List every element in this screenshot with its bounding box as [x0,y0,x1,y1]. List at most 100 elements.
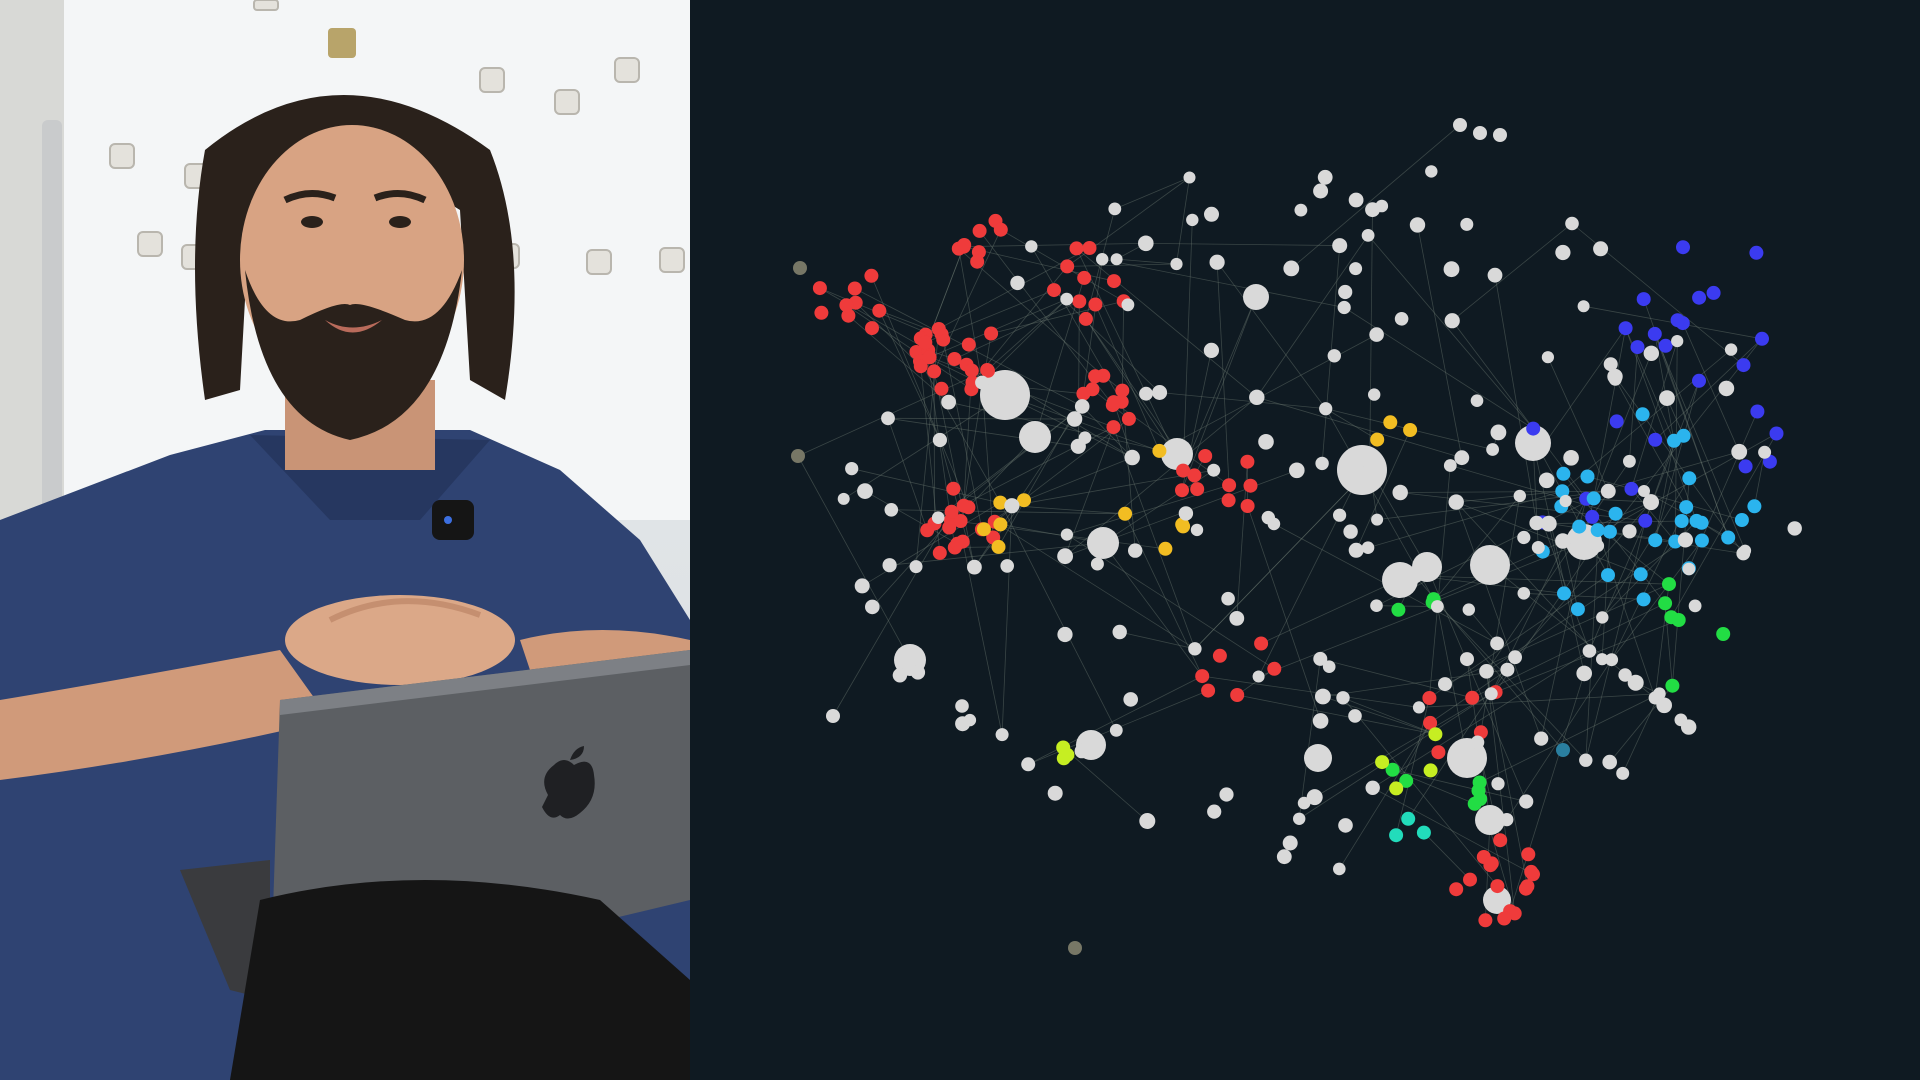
graph-node-neutral[interactable] [1319,402,1333,416]
graph-node-cyan[interactable] [1679,500,1694,515]
graph-node-neutral[interactable] [1343,524,1358,539]
graph-node-yellow[interactable] [1383,415,1398,430]
graph-node-neutral[interactable] [1443,261,1460,278]
graph-node-dim[interactable] [791,449,805,463]
graph-node-blue[interactable] [1636,292,1651,307]
graph-node-neutral[interactable] [1370,599,1383,612]
graph-node-green[interactable] [1662,577,1676,592]
graph-node-neutral[interactable] [1078,431,1092,445]
graph-node-neutral[interactable] [1529,515,1544,531]
graph-node-neutral[interactable] [975,375,989,390]
graph-node-blue[interactable] [1692,290,1707,305]
graph-node-cyan[interactable] [1721,530,1736,545]
graph-node-neutral[interactable] [1333,508,1347,522]
graph-node-neutral[interactable] [1508,650,1522,665]
graph-node-neutral[interactable] [910,665,926,680]
graph-node-neutral[interactable] [1593,241,1609,257]
graph-node-blue[interactable] [1609,414,1624,429]
graph-node-red[interactable] [1195,669,1210,684]
graph-node-red[interactable] [872,303,887,318]
graph-node-neutral[interactable] [1671,335,1684,348]
graph-node-neutral[interactable] [1605,653,1619,667]
graph-node-neutral[interactable] [1448,494,1464,510]
graph-node-red[interactable] [1221,493,1236,508]
graph-node-green[interactable] [1391,602,1406,617]
graph-node-neutral[interactable] [1475,805,1505,835]
graph-node-neutral[interactable] [1186,213,1199,227]
graph-node-neutral[interactable] [1087,527,1119,559]
graph-node-neutral[interactable] [1338,818,1353,833]
graph-node-neutral[interactable] [1021,757,1036,772]
graph-node-neutral[interactable] [932,432,947,448]
graph-node-neutral[interactable] [1375,199,1389,213]
graph-node-neutral[interactable] [1349,262,1363,276]
graph-node-neutral[interactable] [1470,545,1510,585]
graph-node-neutral[interactable] [1365,780,1380,795]
graph-node-red[interactable] [961,337,976,352]
graph-node-red[interactable] [953,514,968,528]
graph-node-cyan[interactable] [1694,515,1709,530]
graph-node-cyan[interactable] [1734,513,1749,527]
graph-node-yellow[interactable] [993,517,1008,532]
graph-node-neutral[interactable] [1282,835,1298,851]
graph-node-neutral[interactable] [1123,692,1138,707]
graph-node-cyan[interactable] [1586,491,1601,506]
graph-node-neutral[interactable] [1565,216,1579,231]
graph-node-blue[interactable] [1769,426,1784,441]
graph-node-neutral[interactable] [1596,653,1609,666]
graph-node-neutral[interactable] [1337,445,1387,495]
graph-node-neutral[interactable] [1681,719,1697,735]
graph-node-red[interactable] [957,238,972,252]
graph-node-green[interactable] [1399,773,1414,788]
graph-node-red[interactable] [1254,636,1269,651]
graph-node-neutral[interactable] [1462,603,1475,616]
graph-node-neutral[interactable] [1332,238,1348,254]
graph-node-neutral[interactable] [1000,559,1014,573]
graph-node-neutral[interactable] [1718,380,1735,397]
graph-node-neutral[interactable] [1161,438,1193,470]
graph-node-neutral[interactable] [1659,390,1675,406]
graph-node-neutral[interactable] [1484,687,1498,701]
graph-node-neutral[interactable] [1582,644,1597,658]
graph-node-cyan[interactable] [1555,484,1570,499]
graph-node-neutral[interactable] [1057,548,1073,565]
graph-node-neutral[interactable] [1724,343,1738,356]
graph-node-red[interactable] [934,381,949,396]
graph-node-blue[interactable] [1618,321,1633,336]
graph-node-neutral[interactable] [1313,651,1328,666]
graph-node-red[interactable] [812,281,827,296]
graph-node-blue[interactable] [1749,245,1764,260]
graph-node-neutral[interactable] [1178,506,1194,521]
graph-node-neutral[interactable] [1004,498,1020,514]
graph-node-cyan[interactable] [1590,523,1605,538]
graph-node-red[interactable] [920,523,935,538]
graph-node-neutral[interactable] [980,370,1030,420]
graph-node-red[interactable] [932,545,947,560]
graph-node-neutral[interactable] [882,558,897,573]
graph-node-red[interactable] [1521,847,1536,862]
graph-node-neutral[interactable] [1513,489,1526,503]
graph-node-neutral[interactable] [1304,744,1332,772]
graph-node-neutral[interactable] [1294,203,1308,217]
graph-node-neutral[interactable] [1249,389,1265,405]
graph-node-cyan[interactable] [1667,433,1681,448]
graph-node-neutral[interactable] [1243,284,1269,310]
graph-node-red[interactable] [1493,833,1508,848]
graph-node-red[interactable] [918,335,933,350]
graph-node-blue[interactable] [1670,313,1685,328]
graph-node-neutral[interactable] [865,599,880,615]
graph-node-neutral[interactable] [1312,713,1329,729]
graph-node-blue[interactable] [1585,509,1600,524]
graph-node-neutral[interactable] [1348,542,1364,558]
graph-node-neutral[interactable] [1787,521,1802,536]
network-graph[interactable] [690,0,1920,1080]
graph-node-red[interactable] [931,322,946,336]
graph-node-neutral[interactable] [1060,292,1074,306]
graph-node-yellow[interactable] [976,522,991,537]
graph-node-neutral[interactable] [1555,244,1571,261]
graph-node-neutral[interactable] [1336,691,1350,705]
graph-node-yellow[interactable] [1152,443,1167,458]
graph-node-neutral[interactable] [1431,600,1444,613]
graph-node-neutral[interactable] [1369,327,1384,342]
graph-node-lime[interactable] [1389,781,1404,796]
